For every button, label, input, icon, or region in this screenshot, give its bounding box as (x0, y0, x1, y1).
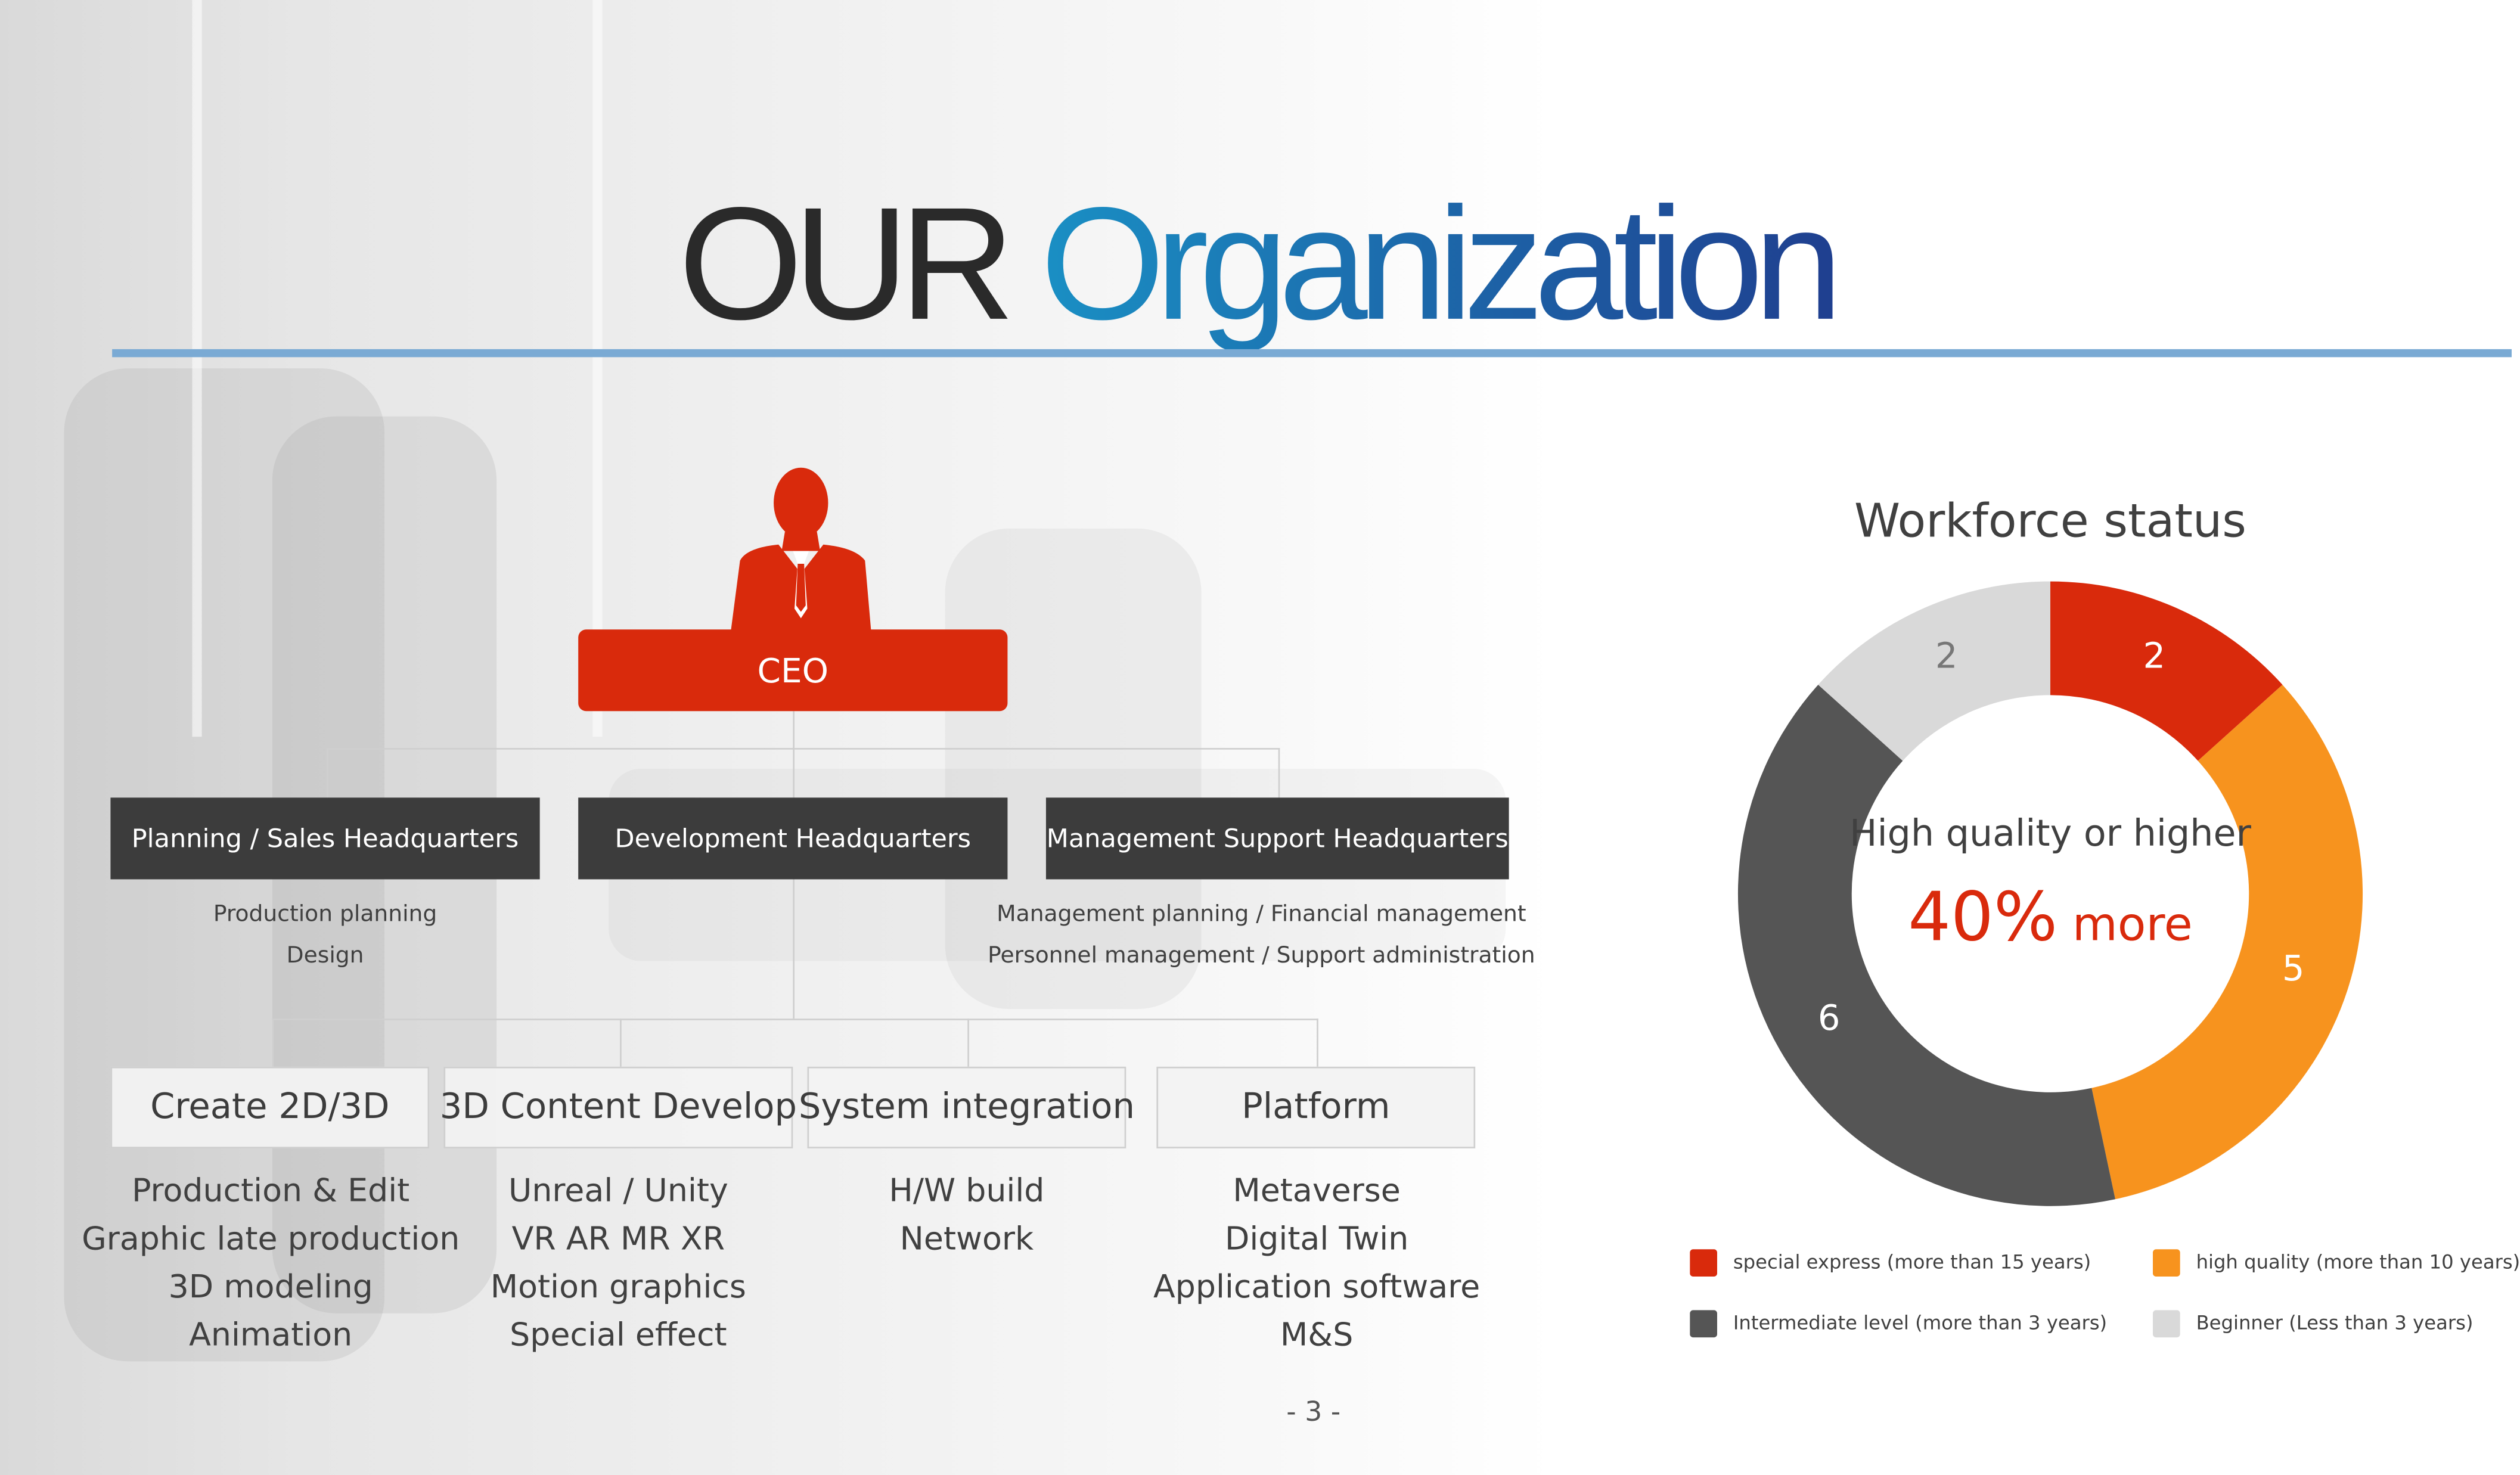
legend-swatch (1690, 1310, 1717, 1338)
list-item: VR AR MR XR (511, 1219, 725, 1257)
connector-line (967, 1018, 969, 1067)
hq-management-support: Management Support Headquarters (1045, 797, 1509, 880)
hq-planning-sales: Planning / Sales Headquarters (110, 797, 540, 880)
division-items-create: Production & Edit Graphic late productio… (70, 1166, 471, 1359)
page-title: OUR Organization (0, 176, 2512, 353)
hq-development: Development Headquarters (578, 797, 1008, 880)
center-percent: 40% (1908, 877, 2058, 957)
title-underline (112, 349, 2512, 358)
connector-line (1317, 1018, 1318, 1067)
background-window-frame (192, 0, 202, 737)
hq-planning-duties: Production planning Design (110, 894, 539, 977)
list-item: Metaverse (1233, 1170, 1401, 1210)
legend-label: Beginner (Less than 3 years) (2196, 1312, 2474, 1334)
list-item: Unreal / Unity (508, 1170, 728, 1210)
list-item: 3D modeling (168, 1266, 373, 1306)
ceo-box: CEO (578, 629, 1008, 712)
title-part-1: OUR (678, 174, 1041, 354)
legend-label: high quality (more than 10 years) (2196, 1250, 2520, 1274)
list-item: Graphic late production (82, 1219, 460, 1257)
donut-segment (2091, 684, 2363, 1200)
list-item: Digital Twin (1224, 1219, 1409, 1257)
list-item: Special effect (510, 1315, 727, 1353)
segment-value-label: 6 (1817, 999, 1841, 1039)
title-part-2: Organization (1040, 174, 1843, 354)
hq-management-duties: Management planning / Financial manageme… (961, 894, 1562, 977)
center-value: 40% more (1826, 878, 2275, 957)
list-item: Motion graphics (490, 1266, 746, 1306)
connector-line (327, 748, 1280, 750)
background-figure (945, 528, 1202, 1010)
division-platform: Platform (1156, 1066, 1476, 1148)
background-window-frame (592, 0, 603, 737)
legend-label: special express (more than 15 years) (1733, 1250, 2091, 1274)
donut-segment (1818, 581, 2050, 761)
list-item: Production & Edit (132, 1170, 410, 1210)
connector-line (1278, 748, 1280, 798)
duty-text: Design (286, 943, 364, 969)
list-item: Network (899, 1219, 1034, 1257)
center-label: High quality or higher (1849, 813, 2251, 856)
duty-text: Management planning / Financial manageme… (997, 902, 1526, 928)
legend-swatch (1690, 1249, 1717, 1277)
list-item: Application software (1153, 1266, 1481, 1306)
center-suffix: more (2072, 897, 2193, 952)
division-items-platform: Metaverse Digital Twin Application softw… (1116, 1166, 1517, 1359)
division-items-3d-content: Unreal / Unity VR AR MR XR Motion graphi… (458, 1166, 779, 1359)
connector-line (327, 748, 328, 798)
ceo-person-icon (730, 467, 871, 635)
legend-label: Intermediate level (more than 3 years) (1733, 1312, 2108, 1334)
legend-swatch (2153, 1249, 2180, 1277)
legend-swatch (2153, 1310, 2180, 1338)
division-create-2d-3d: Create 2D/3D (110, 1066, 430, 1148)
duty-text: Production planning (213, 902, 437, 928)
division-3d-content-develop: 3D Content Develop (440, 1066, 797, 1148)
segment-value-label: 2 (2143, 638, 2166, 678)
chart-title: Workforce status (1854, 493, 2246, 548)
list-item: Animation (189, 1315, 353, 1353)
connector-line (620, 1018, 622, 1067)
segment-value-label: 2 (1935, 638, 1958, 678)
connector-line (272, 1018, 274, 1067)
donut-chart (1737, 581, 2363, 1206)
list-item: H/W build (889, 1170, 1045, 1210)
donut-segment (2050, 581, 2283, 761)
division-system-integration: System integration (799, 1066, 1135, 1148)
donut-segment (1737, 684, 2115, 1206)
segment-value-label: 5 (2282, 950, 2305, 990)
list-item: M&S (1280, 1315, 1354, 1353)
connector-line (272, 1018, 1318, 1020)
page-number: - 3 - (1286, 1396, 1341, 1429)
duty-text: Personnel management / Support administr… (988, 943, 1535, 969)
division-items-system: H/W build Network (808, 1166, 1126, 1262)
